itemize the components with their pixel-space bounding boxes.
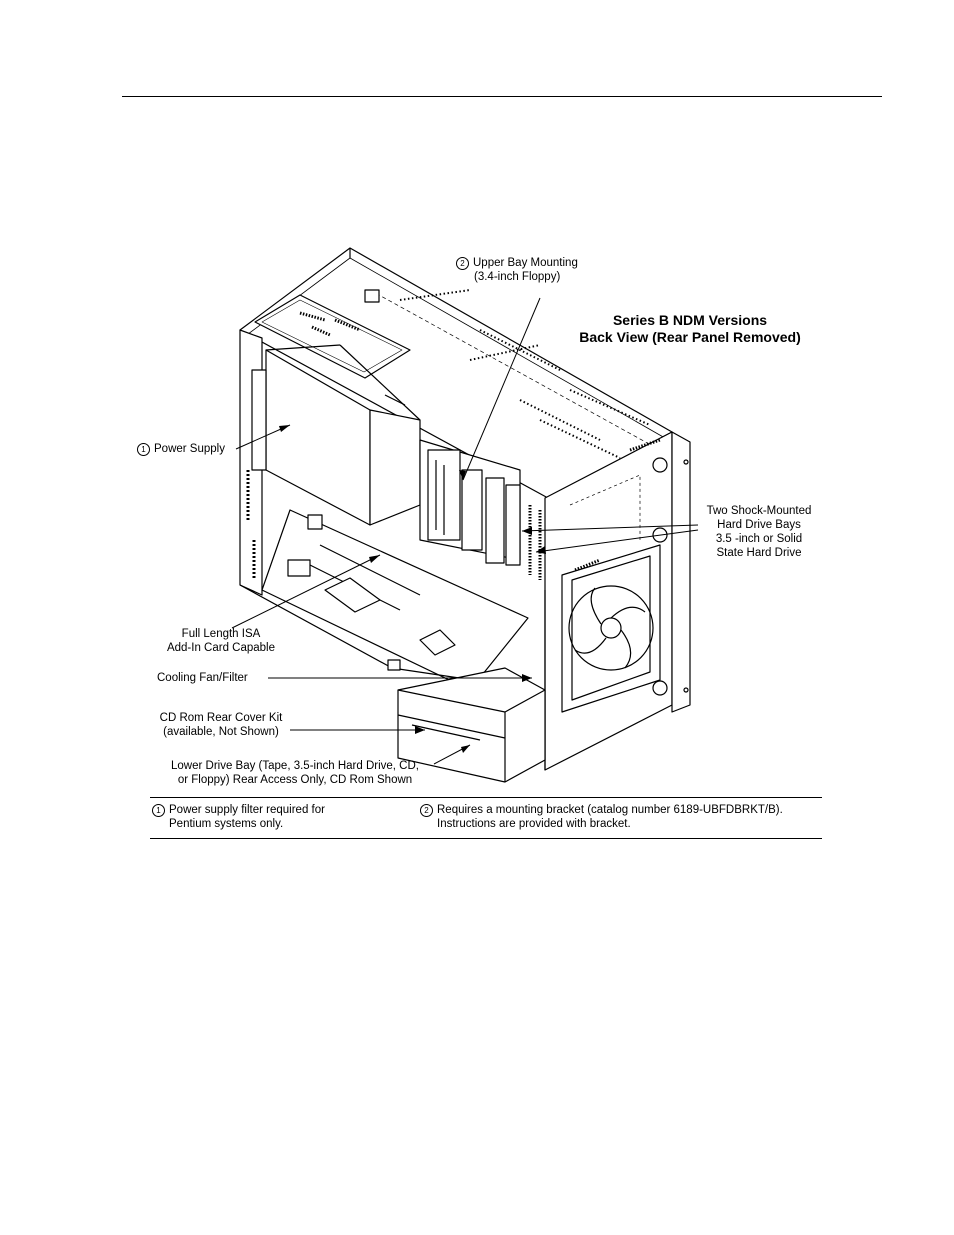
leader-hdd-b (535, 529, 699, 553)
callout-lower-drive-bay: Lower Drive Bay (Tape, 3.5-inch Hard Dri… (154, 759, 436, 787)
callout-cd-rom-kit: CD Rom Rear Cover Kit (available, Not Sh… (152, 711, 290, 739)
leader-upper-bay (462, 297, 541, 481)
leader-hdd-a (521, 524, 699, 532)
top-label-plate (254, 294, 411, 379)
callout-marker-2: 2 (456, 257, 469, 270)
callout-upper-bay: 2 Upper Bay Mounting (3.4-inch Floppy) (456, 256, 578, 284)
callout-isa-line1: Full Length ISA (181, 628, 261, 640)
note-1-line1: Power supply filter required for (169, 804, 325, 816)
header-rule (122, 96, 882, 97)
callout-hdd-line2: Hard Drive Bays (717, 519, 801, 531)
callout-cooling-fan: Cooling Fan/Filter (157, 671, 248, 685)
callout-hdd-line1: Two Shock-Mounted (706, 505, 812, 517)
callout-lower-bay-line1: Lower Drive Bay (Tape, 3.5-inch Hard Dri… (171, 760, 419, 772)
callout-power-supply: 1 Power Supply (137, 442, 225, 456)
lower-drive (397, 667, 546, 783)
note-2-line1: Requires a mounting bracket (catalog num… (437, 804, 783, 816)
diagram-title: Series B NDM Versions Back View (Rear Pa… (566, 312, 814, 346)
figure-notes: 1 Power supply filter required for Penti… (150, 797, 822, 839)
note-2-marker: 2 (420, 804, 433, 817)
diagram-title-line1: Series B NDM Versions (612, 312, 768, 328)
callout-upper-bay-line1: Upper Bay Mounting (473, 257, 578, 269)
callout-isa-line2: Add-In Card Capable (166, 642, 276, 654)
callout-hdd-line4: State Hard Drive (716, 547, 802, 559)
note-1-line2: Pentium systems only. (169, 818, 284, 830)
callout-isa-card: Full Length ISA Add-In Card Capable (158, 627, 284, 655)
callout-hdd-line3: 3.5 -inch or Solid (715, 533, 803, 545)
note-2-line2: Instructions are provided with bracket. (437, 818, 631, 830)
callout-power-supply-text: Power Supply (154, 443, 225, 455)
cooling-fan (561, 544, 661, 713)
callout-upper-bay-line2: (3.4-inch Floppy) (474, 271, 561, 283)
leader-isa (231, 554, 381, 629)
callout-marker-1: 1 (137, 443, 150, 456)
callout-cooling-fan-text: Cooling Fan/Filter (157, 672, 248, 684)
callout-cd-kit-line1: CD Rom Rear Cover Kit (159, 712, 283, 724)
note-1-marker: 1 (152, 804, 165, 817)
callout-lower-bay-line2: or Floppy) Rear Access Only, CD Rom Show… (177, 774, 413, 786)
system-board (261, 509, 529, 691)
note-1: 1 Power supply filter required for Penti… (152, 803, 325, 831)
diagram-title-line2: Back View (Rear Panel Removed) (579, 329, 801, 345)
callout-hard-drive-bays: Two Shock-Mounted Hard Drive Bays 3.5 -i… (694, 504, 824, 560)
callout-cd-kit-line2: (available, Not Shown) (163, 726, 279, 738)
note-2: 2 Requires a mounting bracket (catalog n… (420, 803, 783, 831)
